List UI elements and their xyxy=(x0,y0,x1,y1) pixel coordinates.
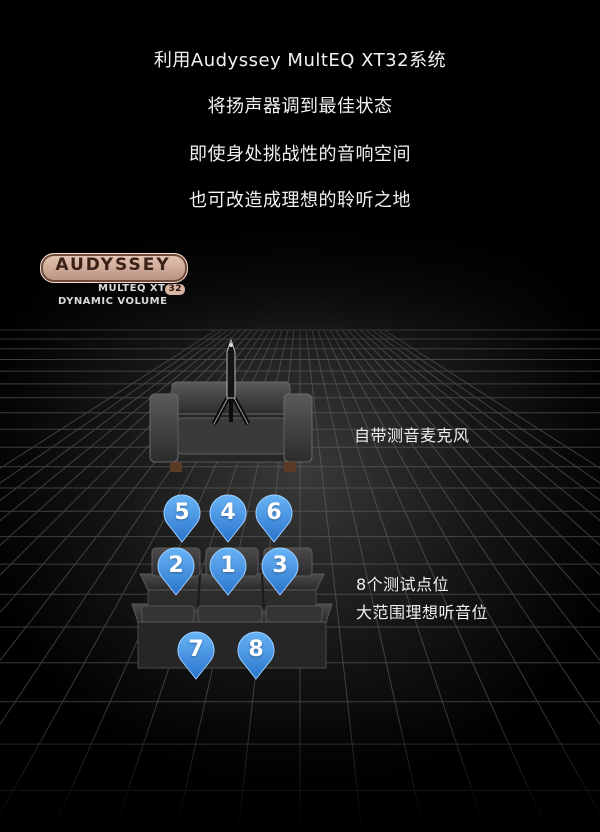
headline-line-2: 将扬声器调到最佳状态 xyxy=(207,96,393,117)
pin-number: 7 xyxy=(188,637,204,662)
map-pin-icon: 1 xyxy=(207,546,249,596)
grid-line xyxy=(0,329,223,484)
microphone-icon xyxy=(211,338,251,426)
pin-shape xyxy=(163,494,201,543)
grid-line xyxy=(353,329,600,576)
pin-shape xyxy=(177,631,215,680)
pin-number: 5 xyxy=(174,500,190,525)
grid-line xyxy=(0,329,229,501)
headline-line-1: 利用Audyssey MultEQ XT32系统 xyxy=(153,50,447,71)
pin-number: 6 xyxy=(266,500,282,525)
mic-label: 自带测音麦克风 xyxy=(354,426,470,445)
grid-line xyxy=(383,329,600,469)
grid-line xyxy=(341,329,600,662)
grid-line xyxy=(365,329,600,522)
grid-line xyxy=(0,329,241,546)
room-illustration xyxy=(0,225,600,832)
map-pin-icon: 2 xyxy=(155,546,197,596)
map-pin-icon: 5 xyxy=(161,493,203,543)
logo-subtitle-1-badge: 32 xyxy=(165,284,185,295)
map-pin-icon: 3 xyxy=(259,546,301,596)
sofa xyxy=(149,381,313,472)
grid-line xyxy=(359,329,600,546)
pin-shape xyxy=(261,547,299,596)
logo-brand: AUDYSSEY xyxy=(55,255,171,275)
pin-shape xyxy=(209,547,247,596)
grid-line xyxy=(377,329,600,484)
headline-line-3: 即使身处挑战性的音响空间 xyxy=(189,144,411,165)
map-pin-icon: 4 xyxy=(207,493,249,543)
logo-subtitle-2: DYNAMIC VOLUME xyxy=(58,296,168,307)
pin-number: 8 xyxy=(248,637,264,662)
pin-shape xyxy=(237,631,275,680)
points-label-1: 8个测试点位 xyxy=(356,575,450,594)
pin-number: 3 xyxy=(272,553,288,578)
pin-shape xyxy=(157,547,195,596)
map-pin-icon: 6 xyxy=(253,493,295,543)
grid-line xyxy=(371,329,600,501)
map-pin-icon: 8 xyxy=(235,630,277,680)
pin-shape xyxy=(209,494,247,543)
logo-badge-shape xyxy=(40,253,188,283)
pin-shape xyxy=(255,494,293,543)
grid-line xyxy=(335,329,600,726)
points-label-2: 大范围理想听音位 xyxy=(356,603,489,622)
pin-number: 1 xyxy=(220,553,236,578)
pin-number: 2 xyxy=(168,553,184,578)
grid-line xyxy=(0,329,235,522)
grid-line xyxy=(347,329,600,614)
headline-line-4: 也可改造成理想的聆听之地 xyxy=(189,190,411,211)
grid-line xyxy=(0,329,217,469)
map-pin-icon: 7 xyxy=(175,630,217,680)
pin-number: 4 xyxy=(220,500,236,525)
logo-subtitle-1-text: MULTEQ XT xyxy=(98,283,166,294)
